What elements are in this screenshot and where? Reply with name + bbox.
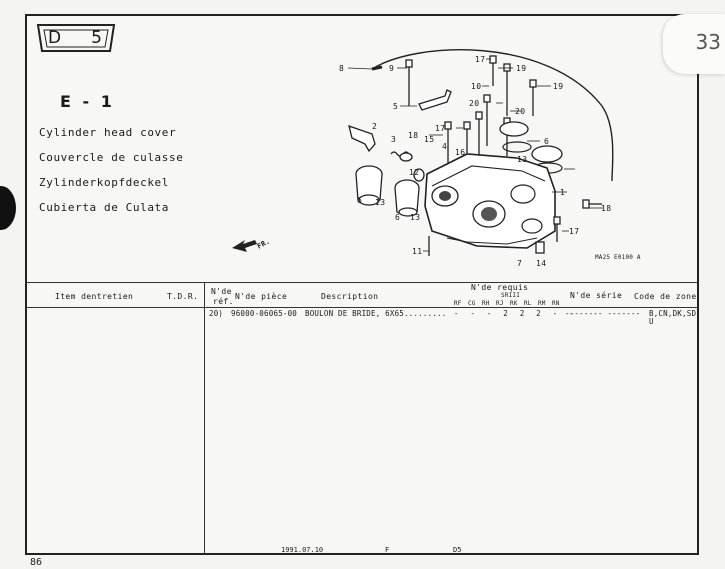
callout-18: 18 [408,131,419,140]
section-badge-text: D 5 [34,24,118,52]
badge-letter: D [48,28,64,48]
callout-12: 12 [409,168,420,177]
callout-9: 9 [389,64,395,73]
corner-page-number: 33 [695,30,721,54]
callout-6-mid: 6 [395,213,401,222]
header-description: Description [321,292,379,301]
callout-19: 19 [516,64,527,73]
title-german: Zylinderkopfdeckel [39,176,170,189]
callout-15: 15 [424,135,435,144]
table-header-divider [27,307,697,308]
row-part-no: 96000-06065-00 [231,309,298,318]
title-french: Couvercle de culasse [39,151,184,164]
row-ref: 20) [209,309,224,318]
callout-17: 17 [475,55,486,64]
header-qty-rh: RH [482,300,490,307]
footer-code-f: F [385,546,390,554]
diagram-divider [27,282,697,283]
part-titles: Cylinder head cover Couvercle de culasse… [39,120,183,220]
header-zone: Code de zone [634,292,697,301]
row-zone: B,CN,DK,SD [649,309,697,318]
exploded-parts-diagram [232,49,614,256]
callout-5: 5 [393,102,399,111]
header-qty-rn: RN [552,300,560,307]
header-part-no: N'de pièce [235,292,288,301]
header-qty-cg: CG [468,300,476,307]
header-ref-2: réf. [213,297,234,306]
header-item: Item dentretien [55,292,134,301]
callout-8: 8 [339,64,345,73]
diagram-ref-code: MA25 E0100 A [595,254,641,261]
binder-hole [0,186,16,230]
header-serial: N'de série [570,291,623,300]
callout-4: 4 [442,142,448,151]
callout-6-right: 6 [544,137,550,146]
callout-16: 16 [455,148,466,157]
page-frame: 8 9 17 19 10 20 19 5 20 17 18 16 15 2 3 … [25,14,699,555]
header-ref-1: N'de [211,287,232,296]
callout-7: 7 [517,259,523,268]
callout-17c: 17 [569,227,580,236]
callout-2: 2 [372,122,378,131]
row-qty: - - - 2 2 2 - - [454,309,578,318]
callout-20: 20 [469,99,480,108]
row-zone-cont: U [649,317,654,326]
header-qty-rj: RJ [496,300,504,307]
badge-number: 5 [91,28,104,48]
callout-1: 1 [560,188,566,197]
callout-13-left: 13 [375,198,386,207]
callout-19b: 19 [553,82,564,91]
callout-3: 3 [391,135,397,144]
title-spanish: Cubierta de Culata [39,201,170,214]
section-code: E - 1 [60,92,115,111]
footer-date: 1991.07.10 [281,546,324,554]
callout-6-left: 6 [357,196,363,205]
row-serial: -------- ------- [565,309,641,318]
callout-14: 14 [536,259,547,268]
footer-code-d5: D5 [453,546,462,554]
bottom-page-number: 86 [30,557,43,568]
header-qty: N'de requis [471,283,529,292]
callout-20b: 20 [515,107,526,116]
column-divider [204,282,205,553]
callout-13-mid: 13 [410,213,421,222]
page-number-tab [663,14,725,74]
header-qty-sub: SRIII [501,292,521,299]
callout-10: 10 [471,82,482,91]
section-badge [36,24,116,52]
header-qty-rf: RF [454,300,462,307]
callout-11: 11 [412,247,423,256]
callout-18b: 18 [601,204,612,213]
header-qty-rk: RK [510,300,518,307]
header-qty-rl: RL [524,300,532,307]
header-qty-rm: RM [538,300,546,307]
row-description: BOULON DE BRIDE, 6X65......... [305,309,447,318]
callout-13-right: 13 [517,155,528,164]
callout-17b: 17 [435,124,446,133]
title-english: Cylinder head cover [39,126,177,139]
header-tdr: T.D.R. [167,292,199,301]
